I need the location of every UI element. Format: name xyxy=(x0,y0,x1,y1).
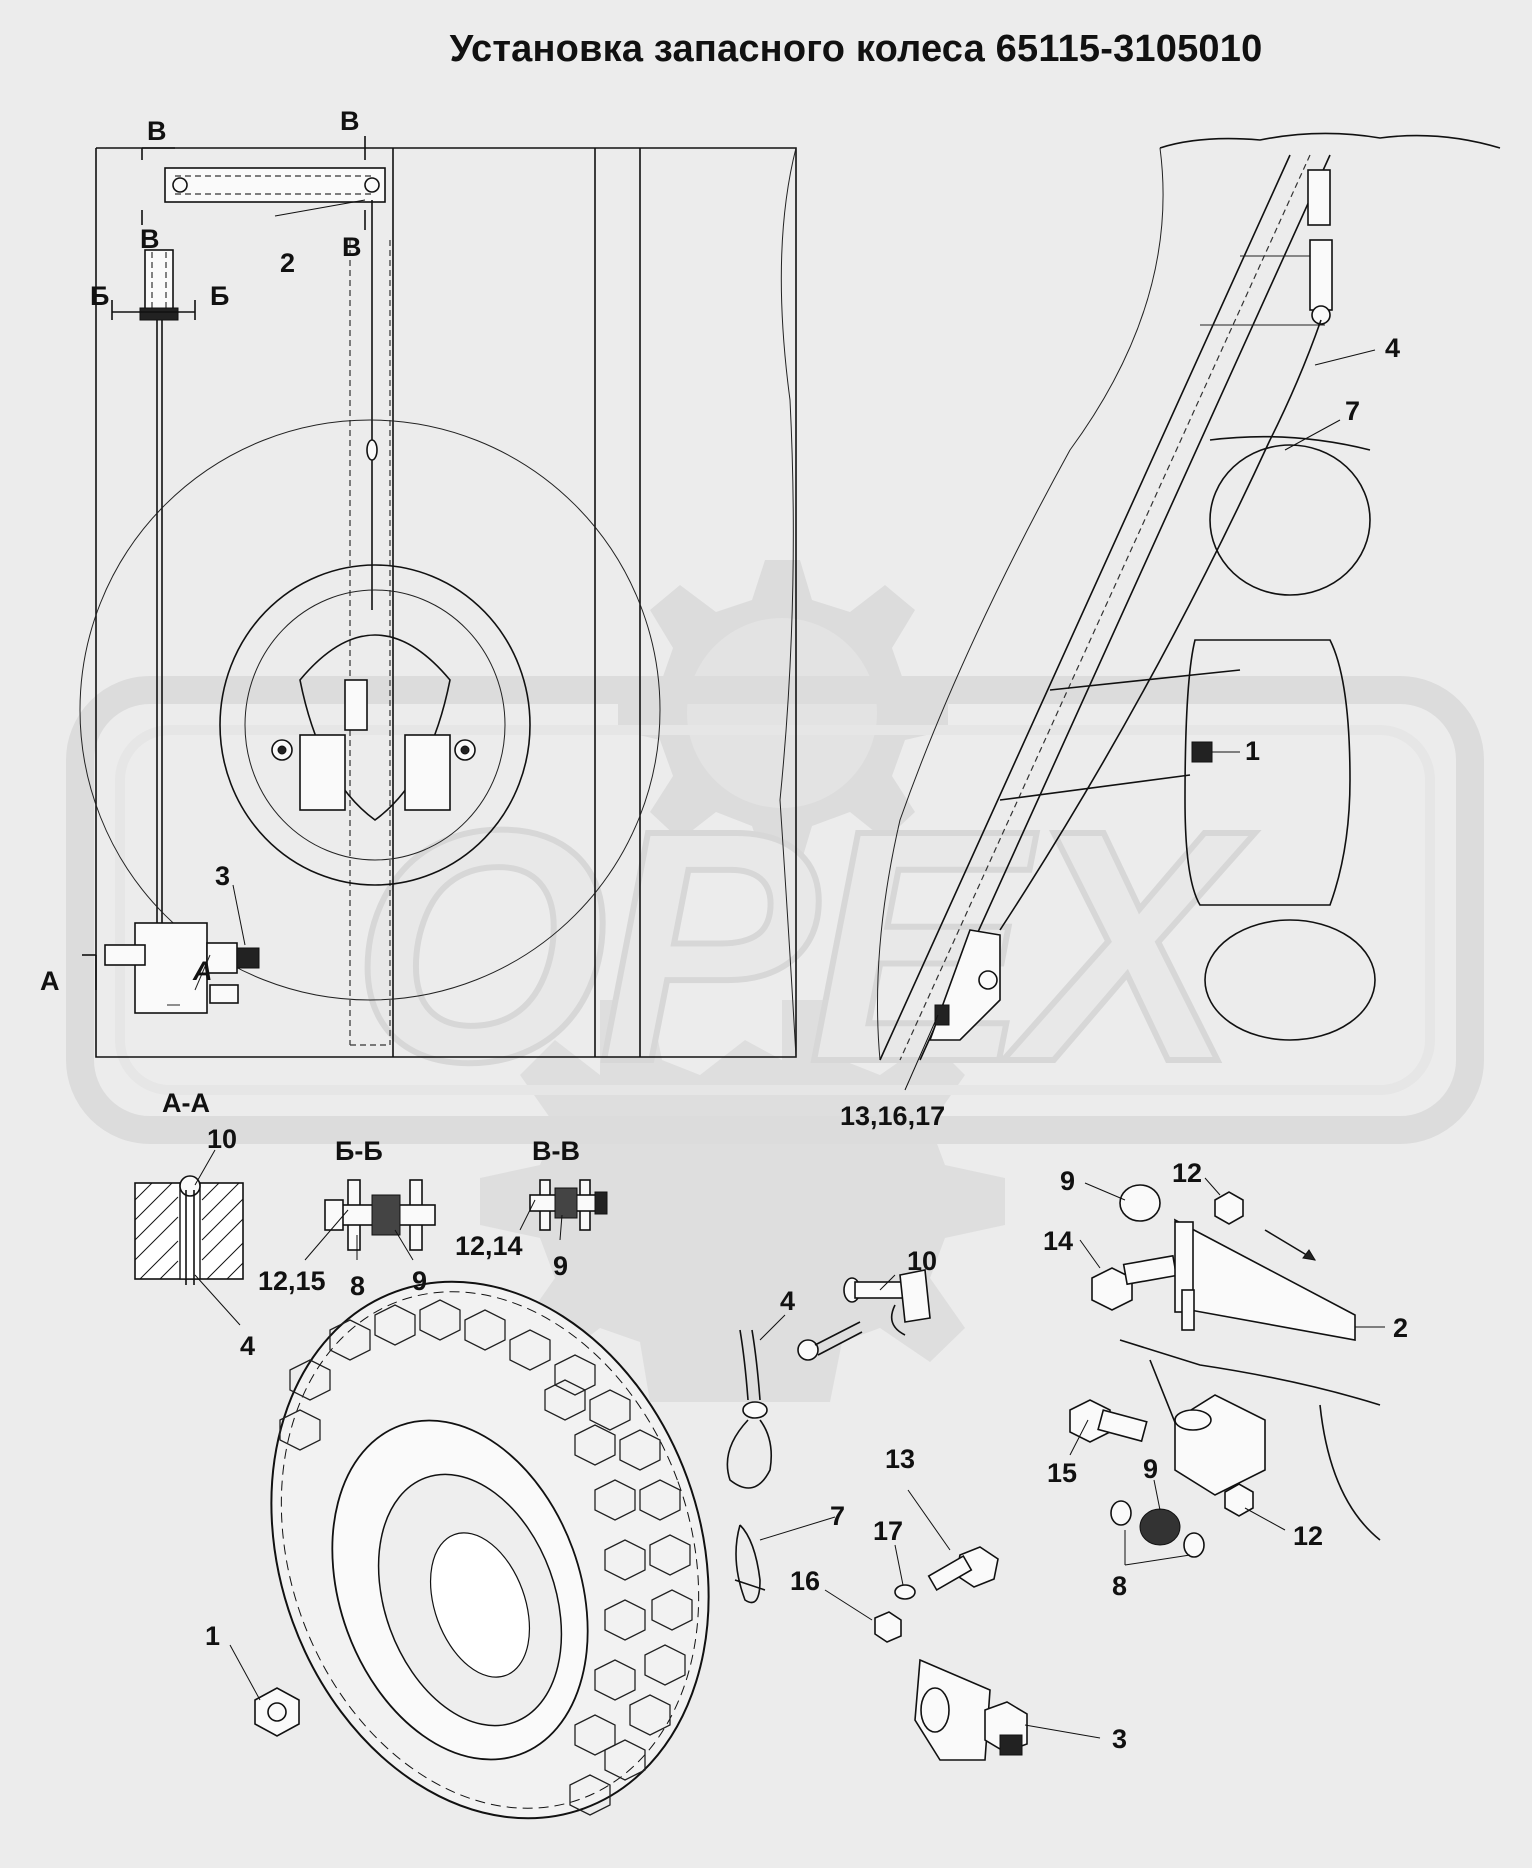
bracket-part-2 xyxy=(1173,1218,1356,1341)
callout-7-side: 7 xyxy=(1345,396,1360,426)
side-view xyxy=(877,132,1501,1061)
front-view xyxy=(79,136,797,1058)
section-vv xyxy=(529,1179,608,1231)
marker-b1: Б xyxy=(90,281,109,311)
winch-part-3 xyxy=(914,1658,1028,1761)
marker-b2: Б xyxy=(210,281,229,311)
nut-part-12-top xyxy=(1214,1191,1244,1225)
washer-part-8b xyxy=(1183,1532,1205,1558)
nut-part-12-bottom xyxy=(1224,1483,1254,1517)
pin-part-10 xyxy=(843,1269,931,1336)
watermark-text: OPEX xyxy=(351,761,1255,1130)
callout-9b: 9 xyxy=(1143,1454,1158,1484)
section-markers: В В В В Б Б А А xyxy=(40,106,362,996)
callout-13: 13 xyxy=(885,1444,915,1474)
callout-12b: 12 xyxy=(1293,1521,1323,1551)
callout-17: 17 xyxy=(873,1516,903,1546)
callout-16: 16 xyxy=(790,1566,820,1596)
nut-part-9-top xyxy=(1119,1184,1161,1222)
marker-v4: В xyxy=(342,232,362,262)
title-section-vv: В-В xyxy=(532,1136,580,1166)
callout-2-top: 2 xyxy=(280,248,295,278)
callout-7-exploded: 7 xyxy=(830,1501,845,1531)
nut-part-9-bottom xyxy=(1139,1508,1181,1546)
callout-3-exploded: 3 xyxy=(1112,1724,1127,1754)
title-section-bb: Б-Б xyxy=(335,1136,383,1166)
marker-v3: В xyxy=(140,224,160,254)
callout-10-aa: 10 xyxy=(207,1124,237,1154)
nut-part-1 xyxy=(254,1687,300,1737)
clip-part-7 xyxy=(734,1524,766,1604)
callout-9a: 9 xyxy=(1060,1166,1075,1196)
callout-15: 15 xyxy=(1047,1458,1077,1488)
bolt-part-13 xyxy=(927,1546,999,1592)
section-aa xyxy=(134,1175,244,1285)
bolt-part-14 xyxy=(1091,1254,1178,1311)
callout-10-exploded: 10 xyxy=(907,1246,937,1276)
washer-part-8a xyxy=(1110,1500,1132,1526)
callout-3-top: 3 xyxy=(215,861,230,891)
callout-9-bb: 9 xyxy=(412,1266,427,1296)
callout-1-side: 1 xyxy=(1245,736,1260,766)
spare-tire xyxy=(270,1280,710,1820)
callout-131617-side: 13,16,17 xyxy=(840,1101,945,1131)
marker-v1: В xyxy=(147,116,167,146)
marker-a2: А xyxy=(192,956,213,986)
callout-8: 8 xyxy=(1112,1571,1127,1601)
callout-4-exploded: 4 xyxy=(780,1286,795,1316)
marker-a1: А xyxy=(40,966,60,996)
callout-1214-vv: 12,14 xyxy=(455,1231,523,1261)
washer-part-17 xyxy=(894,1584,916,1600)
callout-labels: 2 3 4 7 1 13,16,17 10 4 12,15 8 9 12,14 … xyxy=(205,248,1408,1754)
nut-part-16 xyxy=(874,1611,902,1643)
callout-1-exploded: 1 xyxy=(205,1621,220,1651)
cable-part-4 xyxy=(726,1321,863,1489)
section-titles: А-А Б-Б В-В xyxy=(162,1088,580,1166)
section-bb xyxy=(324,1179,436,1251)
bolt-part-15 xyxy=(1069,1399,1148,1443)
callout-1215-bb: 12,15 xyxy=(258,1266,326,1296)
exploded-parts xyxy=(254,1184,1381,1820)
callout-4-side: 4 xyxy=(1385,333,1400,363)
watermark-logo: OPEX xyxy=(66,560,1484,1402)
marker-v2: В xyxy=(340,106,360,136)
drawing-title: Установка запасного колеса 65115-3105010 xyxy=(449,28,1263,70)
leader-lines xyxy=(194,199,1385,1739)
callout-8-bb: 8 xyxy=(350,1271,365,1301)
callout-2-exploded: 2 xyxy=(1393,1313,1408,1343)
callout-9-vv: 9 xyxy=(553,1251,568,1281)
callout-12a: 12 xyxy=(1172,1158,1202,1188)
callout-4-aa: 4 xyxy=(240,1331,255,1361)
callout-14: 14 xyxy=(1043,1226,1073,1256)
title-section-aa: А-А xyxy=(162,1088,210,1118)
